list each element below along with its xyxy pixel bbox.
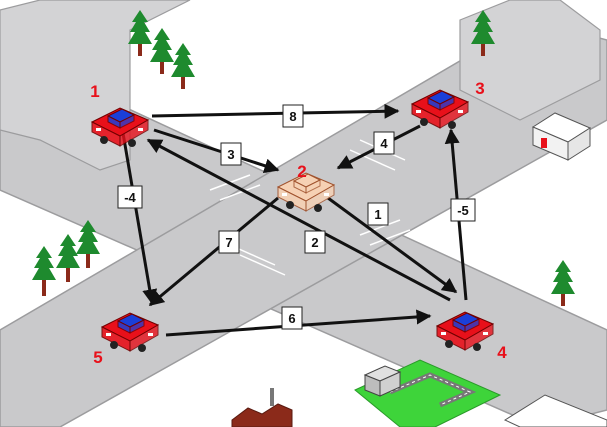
edge-label: 2: [311, 235, 318, 250]
edge-label-box: [218, 230, 240, 254]
edge-5-to-4: 6: [165, 306, 432, 337]
road-upper-right: [459, 0, 601, 121]
edge-label: 7: [225, 235, 232, 250]
trees: [32, 10, 575, 306]
car-node-4[interactable]: [435, 311, 495, 351]
edges: 8 3 4 -4 7 2 1 -5 6: [117, 103, 476, 337]
tree-icon: [128, 10, 152, 56]
tree-icon: [76, 220, 100, 268]
tree-icon: [32, 246, 56, 296]
edge-label-box: [220, 142, 242, 166]
car-icon: [435, 311, 495, 351]
edge-2-to-4: 1: [327, 196, 458, 294]
edge-label: -5: [457, 203, 469, 218]
car-icon: [276, 172, 336, 212]
edge-label-box: [373, 131, 395, 155]
edge-label-box: [117, 185, 143, 209]
car-icon: [90, 107, 150, 147]
car-number-label: 2: [297, 162, 306, 181]
edge-label: -4: [124, 190, 136, 205]
edge-4-to-1: 2: [146, 138, 451, 302]
crosswalk-marks: [209, 139, 411, 276]
car-node-1[interactable]: [90, 107, 150, 147]
edge-label: 3: [227, 147, 234, 162]
tree-icon: [551, 260, 575, 306]
edge-label-box: [304, 230, 326, 254]
edge-arrow: [146, 138, 451, 302]
tree-icon: [150, 28, 174, 74]
edge-3-to-2: 4: [336, 124, 421, 170]
white-building: [503, 394, 607, 427]
overpass-block: [0, 0, 191, 171]
car-number-label: 4: [497, 343, 507, 362]
edge-label: 4: [380, 136, 388, 151]
car-number-label: 3: [475, 79, 484, 98]
tree-icon: [171, 43, 195, 89]
edge-label-box: [367, 202, 389, 226]
car-number-label: 1: [90, 82, 99, 101]
edge-4-to-3: -5: [444, 128, 476, 301]
brick-building: [231, 388, 293, 427]
edge-label: 1: [374, 207, 381, 222]
car-icon: [100, 312, 160, 352]
edge-label-box: [281, 306, 303, 330]
tree-icon: [471, 10, 495, 56]
edge-arrow: [151, 103, 400, 119]
car-node-2[interactable]: [276, 172, 336, 212]
car-icon: [410, 89, 470, 129]
edge-arrow: [153, 128, 280, 173]
building-icon: [531, 112, 592, 161]
car-number-label: 5: [93, 348, 102, 367]
edge-2-to-5: 7: [148, 196, 279, 307]
edge-arrow: [121, 132, 158, 305]
edge-1-to-3: 8: [151, 103, 400, 128]
car-node-3[interactable]: [410, 89, 470, 129]
edge-label-box: [282, 104, 304, 128]
car-node-5[interactable]: [100, 312, 160, 352]
park-area: [231, 359, 607, 427]
edge-arrow: [148, 196, 279, 307]
edge-1-to-2: 3: [153, 128, 280, 173]
edge-label: 6: [288, 311, 295, 326]
tree-icon: [56, 234, 80, 282]
cars: 1 2 3 4 5: [90, 79, 507, 367]
edge-label: 8: [289, 109, 296, 124]
edge-label-box: [450, 198, 476, 222]
edge-1-to-5: -4: [117, 132, 158, 305]
edge-arrow: [327, 196, 458, 294]
